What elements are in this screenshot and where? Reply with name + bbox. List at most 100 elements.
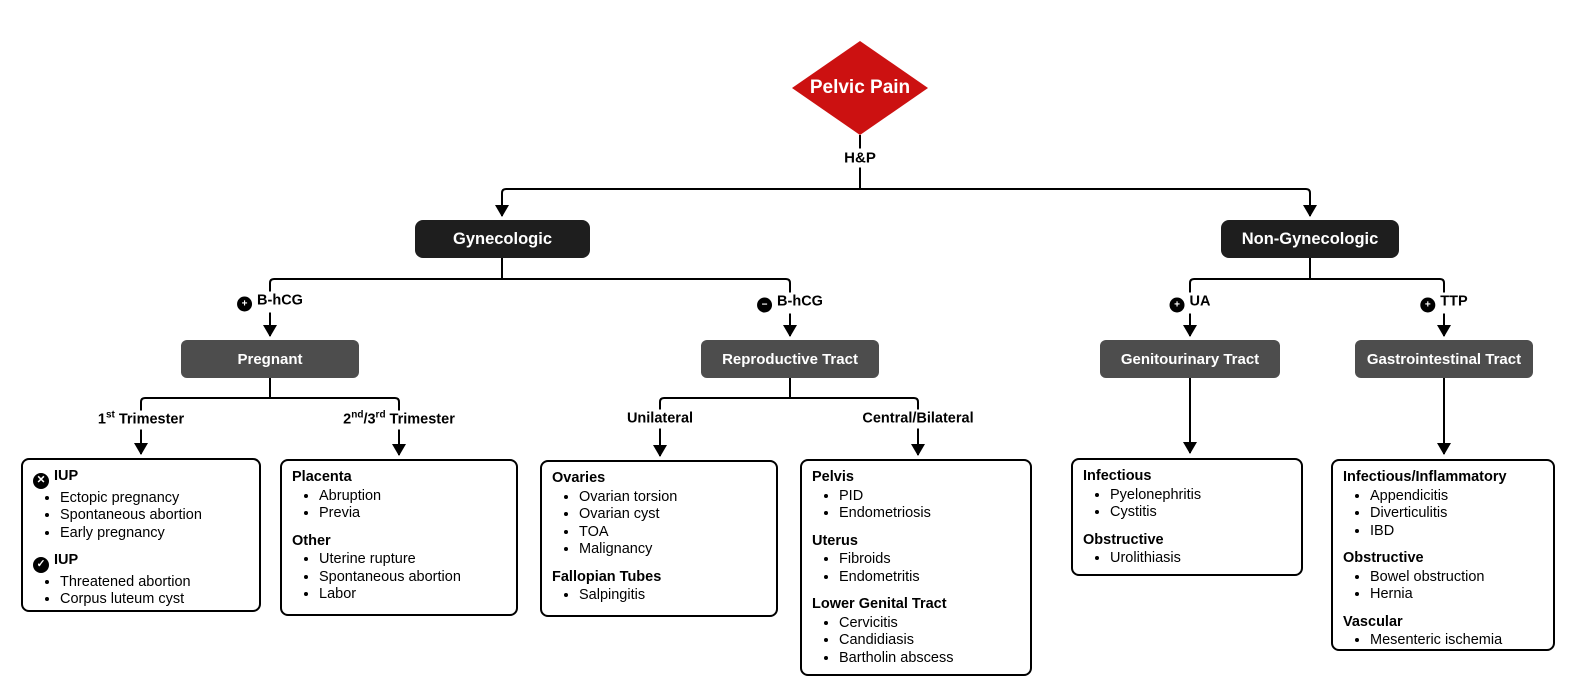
leaf-box-central-bilateral: Pelvis PID Endometriosis Uterus Fibroids… (800, 459, 1032, 676)
item-list: Mesenteric ischemia (1343, 632, 1543, 650)
edge-label-hp: H&P (840, 148, 880, 168)
list-item: Endometriosis (839, 505, 1020, 523)
list-item: Endometritis (839, 569, 1020, 587)
item-list: Ectopic pregnancy Spontaneous abortion E… (33, 490, 249, 543)
plus-circle-icon: + (1169, 297, 1185, 313)
edge-label-text: B-hCG (777, 293, 823, 310)
list-item: Cervicitis (839, 615, 1020, 633)
item-list: Pyelonephritis Cystitis (1083, 487, 1291, 522)
section: Infectious/Inflammatory Appendicitis Div… (1343, 469, 1543, 540)
list-item: Hernia (1370, 586, 1543, 604)
list-item: Labor (319, 586, 506, 604)
list-item: Ectopic pregnancy (60, 490, 249, 508)
section-title: ✓IUP (33, 552, 249, 573)
list-item: Corpus luteum cyst (60, 591, 249, 609)
item-list: Bowel obstruction Hernia (1343, 569, 1543, 604)
section-title: Uterus (812, 532, 858, 549)
edge-label-text: B-hCG (257, 292, 303, 309)
section: Uterus Fibroids Endometritis (812, 533, 1020, 587)
check-circle-icon: ✓ (33, 556, 49, 573)
item-list: Ovarian torsion Ovarian cyst TOA Maligna… (552, 489, 766, 559)
list-item: Urolithiasis (1110, 550, 1291, 568)
item-list: Uterine rupture Spontaneous abortion Lab… (292, 551, 506, 604)
item-list: Threatened abortion Corpus luteum cyst (33, 574, 249, 609)
leaf-box-gastrointestinal: Infectious/Inflammatory Appendicitis Div… (1331, 459, 1555, 651)
section: Ovaries Ovarian torsion Ovarian cyst TOA… (552, 470, 766, 559)
section: Obstructive Bowel obstruction Hernia (1343, 550, 1543, 604)
node-genitourinary-tract: Genitourinary Tract (1100, 340, 1280, 378)
section: ✓IUP Threatened abortion Corpus luteum c… (33, 552, 249, 609)
leaf-box-first-trimester: ✕IUP Ectopic pregnancy Spontaneous abort… (21, 458, 261, 612)
list-item: Salpingitis (579, 587, 766, 605)
edge-label-unilateral: Unilateral (622, 409, 698, 429)
list-item: Threatened abortion (60, 574, 249, 592)
item-list: Urolithiasis (1083, 550, 1291, 568)
section: Obstructive Urolithiasis (1083, 532, 1291, 568)
list-item: Bartholin abscess (839, 650, 1020, 668)
section-title: Infectious/Inflammatory (1343, 469, 1507, 485)
list-item: TOA (579, 524, 766, 542)
item-list: PID Endometriosis (812, 488, 1020, 523)
list-item: IBD (1370, 523, 1543, 541)
section: Pelvis PID Endometriosis (812, 469, 1020, 523)
list-item: Mesenteric ischemia (1370, 632, 1543, 650)
section: Fallopian Tubes Salpingitis (552, 569, 766, 605)
section-title: Fallopian Tubes (552, 568, 662, 585)
list-item: Spontaneous abortion (60, 507, 249, 525)
root-node-pelvic-pain: Pelvic Pain (809, 77, 911, 98)
node-gastrointestinal-tract: Gastrointestinal Tract (1355, 340, 1533, 378)
list-item: Ovarian torsion (579, 489, 766, 507)
edge-label-text: TTP (1440, 293, 1468, 310)
item-list: Salpingitis (552, 587, 766, 605)
plus-circle-icon: + (237, 296, 253, 312)
edge-label-ua-positive: +UA (1165, 292, 1215, 314)
node-gynecologic: Gynecologic (415, 220, 590, 258)
list-item: Bowel obstruction (1370, 569, 1543, 587)
node-pregnant: Pregnant (181, 340, 359, 378)
item-list: Abruption Previa (292, 488, 506, 523)
node-non-gynecologic: Non-Gynecologic (1221, 220, 1399, 258)
leaf-box-genitourinary: Infectious Pyelonephritis Cystitis Obstr… (1071, 458, 1303, 576)
x-circle-icon: ✕ (33, 472, 49, 489)
leaf-box-second-third-trimester: Placenta Abruption Previa Other Uterine … (280, 459, 518, 616)
section-title: Obstructive (1343, 550, 1424, 566)
list-item: Uterine rupture (319, 551, 506, 569)
section: Placenta Abruption Previa (292, 469, 506, 523)
section: ✕IUP Ectopic pregnancy Spontaneous abort… (33, 468, 249, 542)
list-item: Candidiasis (839, 632, 1020, 650)
pelvic-pain-diamond (792, 41, 928, 135)
section-title: Ovaries (552, 470, 606, 486)
list-item: Diverticulitis (1370, 505, 1543, 523)
plus-circle-icon: + (1420, 297, 1436, 313)
edge-label-bhcg-negative: −B-hCG (753, 292, 827, 314)
item-list: Appendicitis Diverticulitis IBD (1343, 488, 1543, 541)
section-title: Other (292, 532, 331, 549)
list-item: Early pregnancy (60, 525, 249, 543)
section: Vascular Mesenteric ischemia (1343, 614, 1543, 650)
section-title: Lower Genital Tract (812, 596, 947, 612)
section: Lower Genital Tract Cervicitis Candidias… (812, 596, 1020, 667)
node-reproductive-tract: Reproductive Tract (701, 340, 879, 378)
list-item: Spontaneous abortion (319, 569, 506, 587)
list-item: Ovarian cyst (579, 506, 766, 524)
section-title: Vascular (1343, 613, 1403, 630)
section-title: Pelvis (812, 469, 854, 485)
edge-label-bhcg-positive: +B-hCG (233, 291, 307, 313)
edge-label-ttp-positive: +TTP (1416, 292, 1472, 314)
section-title: ✕IUP (33, 468, 249, 489)
leaf-box-unilateral: Ovaries Ovarian torsion Ovarian cyst TOA… (540, 460, 778, 617)
item-list: Fibroids Endometritis (812, 551, 1020, 586)
section-title: Obstructive (1083, 531, 1164, 548)
minus-circle-icon: − (757, 297, 773, 313)
section: Infectious Pyelonephritis Cystitis (1083, 468, 1291, 522)
section-title: Placenta (292, 469, 352, 485)
section: Other Uterine rupture Spontaneous aborti… (292, 533, 506, 604)
list-item: Previa (319, 505, 506, 523)
edge-label-text: UA (1189, 293, 1211, 310)
list-item: Pyelonephritis (1110, 487, 1291, 505)
list-item: Fibroids (839, 551, 1020, 569)
